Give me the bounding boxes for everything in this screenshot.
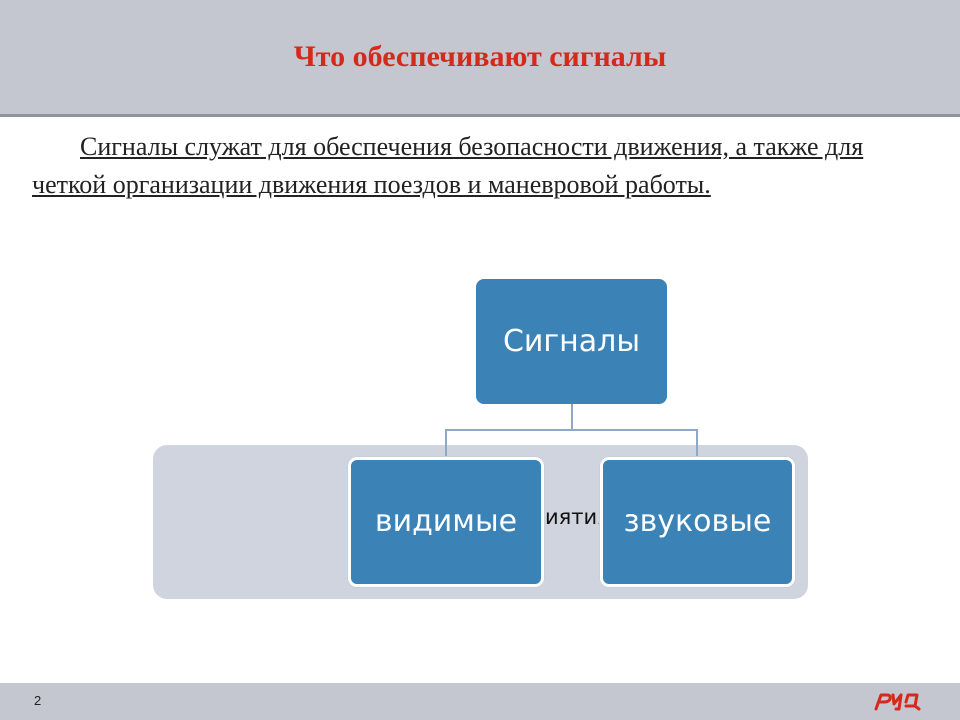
node-signals: Сигналы [476, 279, 667, 404]
slide-body-text: Сигналы служат для обеспечения безопасно… [32, 132, 864, 199]
rzd-logo-icon [872, 690, 924, 717]
node-audible: звуковые [600, 457, 795, 587]
connector-right-down [696, 429, 698, 459]
header-divider [0, 114, 960, 117]
slide-title: Что обеспечивают сигналы [293, 40, 667, 73]
connector-root-down [571, 404, 573, 430]
node-visible: видимые [348, 457, 544, 587]
header-bar [0, 0, 960, 114]
connector-left-down [445, 429, 447, 459]
page-number: 2 [34, 693, 42, 708]
connector-horizontal [445, 429, 698, 431]
footer-bar [0, 683, 960, 720]
